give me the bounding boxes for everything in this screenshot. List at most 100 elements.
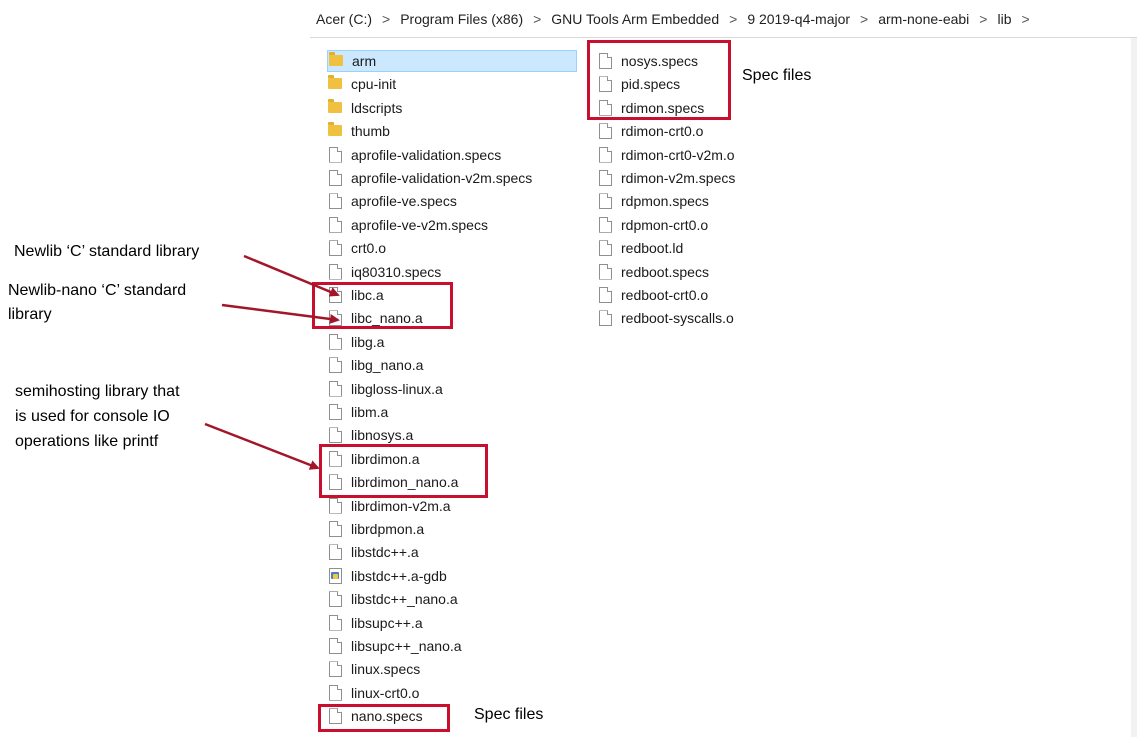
file-item[interactable]: rdimon-crt0.o [597,120,797,142]
file-item[interactable]: rdpmon.specs [597,190,797,212]
file-item[interactable]: rdimon.specs [597,97,797,119]
file-name: nano.specs [351,708,423,725]
file-icon [327,146,343,164]
file-name: libsupc++_nano.a [351,638,462,654]
breadcrumb-segment[interactable]: GNU Tools Arm Embedded [551,10,720,27]
vertical-scrollbar[interactable] [1131,38,1137,737]
file-item[interactable]: nosys.specs [597,50,797,72]
annotation-spec-files-top: Spec files [742,67,812,84]
file-item[interactable]: librdimon-v2m.a [327,495,577,517]
file-item[interactable]: redboot-crt0.o [597,284,797,306]
arrow-semihosting [204,422,320,470]
file-icon [327,356,343,374]
file-icon [327,684,343,702]
breadcrumb-segment[interactable]: Program Files (x86) [400,10,524,27]
file-icon [327,426,343,444]
breadcrumb-separator-icon[interactable]: > [382,10,391,27]
file-icon [327,614,343,632]
file-item[interactable]: libg.a [327,331,577,353]
breadcrumb-separator-icon[interactable]: > [979,10,988,27]
file-name: ldscripts [351,99,403,116]
file-icon [327,637,343,655]
file-name: libg_nano.a [351,357,424,374]
breadcrumb-separator-icon[interactable]: > [860,10,869,27]
folder-item[interactable]: ldscripts [327,97,577,119]
file-item[interactable]: redboot-syscalls.o [597,307,797,329]
file-icon [597,263,613,281]
file-icon [597,286,613,304]
folder-item[interactable]: arm [327,50,577,72]
file-item[interactable]: rdimon-crt0-v2m.o [597,144,797,166]
highlight-box-spec-files-top [587,40,731,120]
file-name: libg.a [351,333,385,350]
file-name: aprofile-validation.specs [351,146,502,163]
file-icon [327,660,343,678]
file-icon [597,169,613,187]
file-icon [597,99,613,117]
file-item[interactable]: redboot.ld [597,237,797,259]
file-name: pid.specs [621,76,681,93]
file-name: rdimon-crt0.o [621,123,704,140]
file-item[interactable]: aprofile-validation-v2m.specs [327,167,577,189]
file-name: rdimon-v2m.specs [621,170,736,186]
file-icon [597,239,613,257]
file-item[interactable]: nano.specs [327,705,577,727]
highlight-box-librdimon [319,444,488,498]
file-name: libm.a [351,404,389,420]
file-item[interactable]: iq80310.specs [327,261,577,283]
file-item[interactable]: aprofile-ve-v2m.specs [327,214,577,236]
file-item[interactable]: libstdc++.a [327,541,577,563]
file-item[interactable]: rdpmon-crt0.o [597,214,797,236]
file-item[interactable]: linux-crt0.o [327,682,577,704]
file-icon [327,380,343,398]
file-name: libc_nano.a [351,310,423,327]
file-name: libnosys.a [351,427,414,444]
folder-icon [327,98,343,117]
file-item[interactable]: libg_nano.a [327,354,577,376]
breadcrumb-segment[interactable]: arm-none-eabi [878,10,970,27]
file-icon [597,75,613,93]
breadcrumb-segment[interactable]: 9 2019-q4-major [747,10,851,27]
file-item[interactable]: libstdc++_nano.a [327,588,577,610]
file-icon [327,543,343,561]
file-item[interactable]: rdimon-v2m.specs [597,167,797,189]
file-icon [327,497,343,515]
breadcrumb-separator-icon[interactable]: > [1021,10,1030,27]
breadcrumb-segment[interactable]: Acer (C:) [316,10,372,27]
file-item[interactable]: libsupc++.a [327,612,577,634]
file-item[interactable]: aprofile-validation.specs [327,144,577,166]
file-item[interactable]: crt0.o [327,237,577,259]
file-item[interactable]: libstdc++.a-gdb [327,565,577,587]
folder-item[interactable]: cpu-init [327,73,577,95]
breadcrumb-segment[interactable]: lib [997,10,1012,27]
file-item[interactable]: libsupc++_nano.a [327,635,577,657]
file-icon [327,169,343,187]
file-icon [327,520,343,538]
file-item[interactable]: libnosys.a [327,424,577,446]
annotation-newlib-nano-line2: library [8,306,52,323]
breadcrumb-separator-icon[interactable]: > [533,10,542,27]
file-item[interactable]: librdimon_nano.a [327,471,577,493]
file-icon [327,403,343,421]
file-icon [327,450,343,468]
folder-icon [328,52,344,70]
file-icon [597,52,613,70]
file-item[interactable]: pid.specs [597,73,797,95]
file-item[interactable]: libgloss-linux.a [327,378,577,400]
file-item[interactable]: redboot.specs [597,261,797,283]
file-name: rdpmon-crt0.o [621,216,709,233]
folder-icon [327,122,343,140]
annotation-semihosting-line3: operations like printf [15,433,159,450]
file-name: rdimon-crt0-v2m.o [621,146,735,163]
file-icon [597,192,613,210]
address-bar[interactable]: Acer (C:) > Program Files (x86) > GNU Tools … [310,0,1137,38]
file-item[interactable]: librdimon.a [327,448,577,470]
file-item[interactable]: librdpmon.a [327,518,577,540]
file-item[interactable]: aprofile-ve.specs [327,190,577,212]
highlight-box-nano-specs [318,704,450,732]
breadcrumb-separator-icon[interactable]: > [729,10,738,27]
file-item[interactable]: libm.a [327,401,577,423]
file-icon [327,473,343,491]
folder-item[interactable]: thumb [327,120,577,142]
file-item[interactable]: linux.specs [327,658,577,680]
